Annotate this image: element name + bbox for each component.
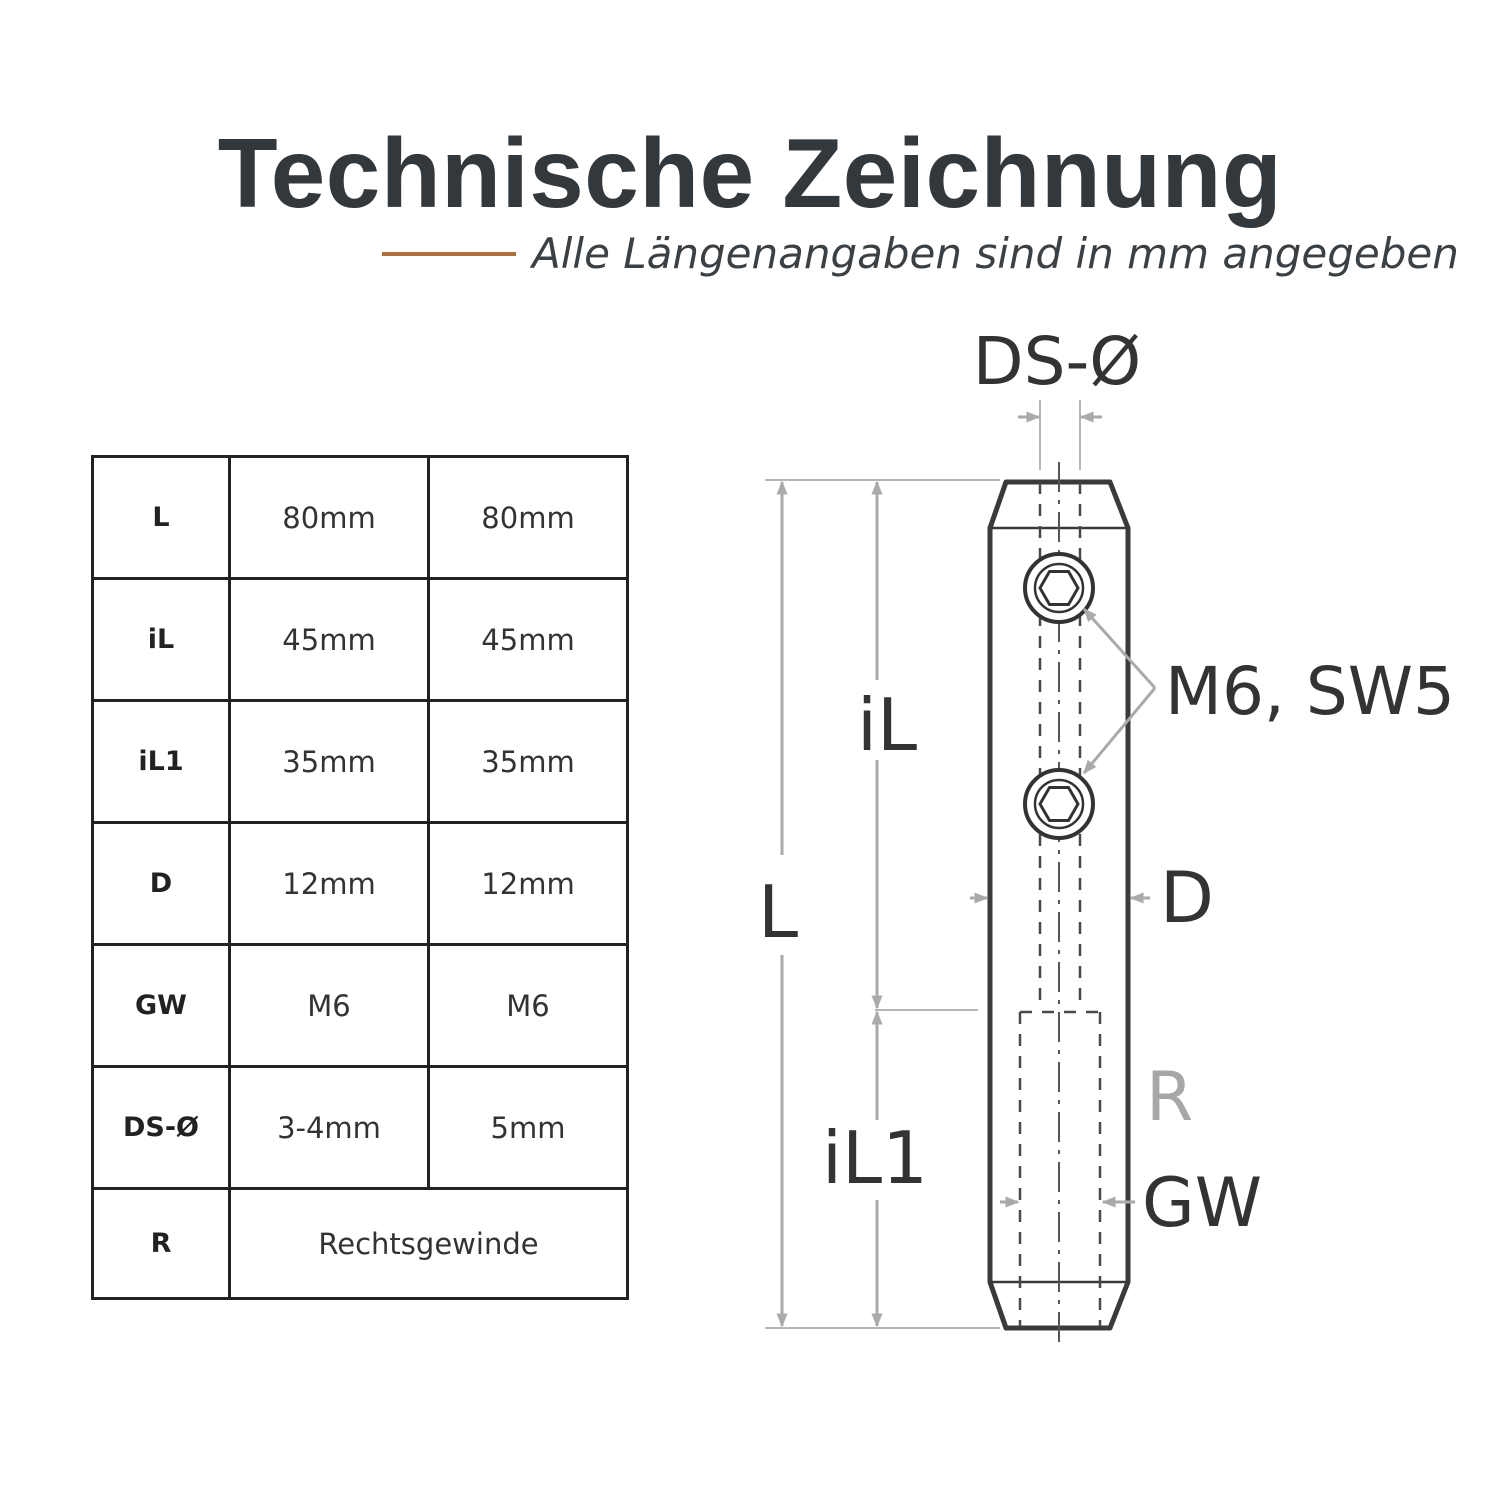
row-value-1: M6 bbox=[228, 943, 430, 1068]
row-value-2: M6 bbox=[427, 943, 629, 1068]
dimension-ds: DS-Ø bbox=[973, 323, 1141, 423]
subtitle: Alle Längenangaben sind in mm angegeben bbox=[532, 229, 1459, 278]
row-value-2: 80mm bbox=[427, 455, 629, 580]
table-row: DS-Ø 3-4mm 5mm bbox=[91, 1065, 629, 1190]
row-value-1: 35mm bbox=[228, 699, 430, 824]
accent-line bbox=[382, 252, 516, 256]
row-key: DS-Ø bbox=[91, 1065, 231, 1190]
row-value-1: 12mm bbox=[228, 821, 430, 946]
dimension-l: L bbox=[758, 480, 798, 1328]
label-d: D bbox=[1160, 857, 1214, 939]
dimension-d: D bbox=[970, 857, 1214, 939]
label-l: L bbox=[758, 870, 798, 954]
label-ds: DS-Ø bbox=[973, 323, 1141, 400]
row-value-2: 5mm bbox=[427, 1065, 629, 1190]
row-key: iL bbox=[91, 577, 231, 702]
table-row: iL 45mm 45mm bbox=[91, 577, 629, 702]
row-value-2: 45mm bbox=[427, 577, 629, 702]
label-screw: M6, SW5 bbox=[1165, 653, 1455, 730]
row-key: R bbox=[91, 1187, 231, 1300]
table-row: iL1 35mm 35mm bbox=[91, 699, 629, 824]
table-row: GW M6 M6 bbox=[91, 943, 629, 1068]
page-title: Technische Zeichnung bbox=[217, 118, 1283, 228]
label-r: R bbox=[1146, 1058, 1193, 1137]
label-il: iL bbox=[857, 683, 917, 767]
label-gw: GW bbox=[1142, 1164, 1262, 1243]
table-row: L 80mm 80mm bbox=[91, 455, 629, 580]
row-value-1: 80mm bbox=[228, 455, 430, 580]
dimension-il: iL bbox=[857, 480, 917, 1010]
row-value-merged: Rechtsgewinde bbox=[228, 1187, 629, 1300]
screw-leader: M6, SW5 bbox=[1082, 607, 1455, 775]
hex-socket-screw-icon bbox=[1023, 768, 1095, 840]
row-value-1: 45mm bbox=[228, 577, 430, 702]
table-row: D 12mm 12mm bbox=[91, 821, 629, 946]
row-key: iL1 bbox=[91, 699, 231, 824]
table-row: R Rechtsgewinde bbox=[91, 1187, 629, 1300]
dimension-gw: GW bbox=[1000, 1164, 1262, 1243]
row-value-2: 35mm bbox=[427, 699, 629, 824]
spec-table: L 80mm 80mm iL 45mm 45mm iL1 35mm 35mm D… bbox=[91, 455, 629, 1300]
row-value-1: 3-4mm bbox=[228, 1065, 430, 1190]
hex-socket-screw-icon bbox=[1023, 552, 1095, 624]
row-key: GW bbox=[91, 943, 231, 1068]
row-key: L bbox=[91, 455, 231, 580]
row-value-2: 12mm bbox=[427, 821, 629, 946]
row-key: D bbox=[91, 821, 231, 946]
label-il1: iL1 bbox=[822, 1116, 928, 1200]
dimension-il1: iL1 bbox=[822, 1010, 928, 1328]
